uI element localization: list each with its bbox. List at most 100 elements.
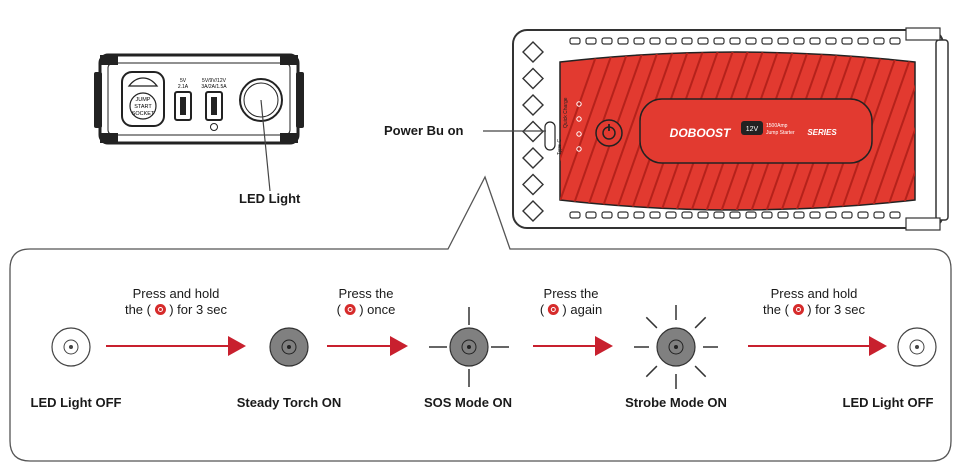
- spec-line-1: 1500Amp: [766, 123, 788, 129]
- led-off-1: [51, 327, 91, 367]
- instruction-3-line2: ( ) again: [540, 302, 602, 318]
- grip-diamond: [522, 173, 544, 196]
- vent-slot: [841, 37, 853, 45]
- vent-slot: [761, 211, 773, 219]
- state-steady-torch: Steady Torch ON: [236, 395, 342, 410]
- vent-slot: [761, 37, 773, 45]
- vent-slot: [857, 211, 869, 219]
- usb-c-port: [544, 121, 556, 151]
- vent-slot: [649, 37, 661, 45]
- spec-line-2: Jump Starter: [766, 130, 795, 136]
- grip-diamond: [522, 67, 544, 90]
- panel-stripe: [899, 52, 915, 210]
- strobe-ray: [645, 365, 658, 378]
- vent-slot: [809, 37, 821, 45]
- vent-slot: [569, 211, 581, 219]
- grip-diamond: [522, 147, 544, 169]
- instruction-1-post: ) for 3 sec: [169, 302, 228, 317]
- vent-slot: [633, 37, 645, 45]
- vent-slot: [745, 211, 757, 219]
- usb1-label-2: 2.1A: [178, 84, 189, 90]
- vent-slot: [601, 211, 613, 219]
- vent-slot: [777, 211, 789, 219]
- vent-slot: [649, 211, 661, 219]
- device-power-button: [595, 119, 623, 147]
- car-icon: [127, 77, 159, 87]
- socket-label-1: JUMP: [136, 97, 151, 103]
- type-c-label: Type-C: [557, 138, 563, 155]
- instruction-2-pre: (: [336, 302, 341, 317]
- vent-slot: [825, 37, 837, 45]
- vent-slot: [857, 37, 869, 45]
- grip-diamond: [522, 94, 544, 116]
- vent-slot: [585, 211, 597, 219]
- usb2-label-2: 3A/2A/1.5A: [201, 84, 227, 90]
- instruction-2-line2: ( ) once: [337, 302, 396, 318]
- usb1-label-1: 5V: [180, 78, 187, 84]
- state-led-off-2: LED Light OFF: [842, 395, 934, 410]
- state-led-off-1: LED Light OFF: [30, 395, 122, 410]
- arrow-3: [533, 336, 613, 356]
- instruction-4-line2: the ( ) for 3 sec: [763, 302, 865, 318]
- grip-diamond: [522, 41, 544, 63]
- quick-charge-label: Quick Charge: [563, 97, 569, 128]
- state-strobe: Strobe Mode ON: [625, 395, 727, 410]
- vent-slot: [681, 211, 693, 219]
- arrow-1: [106, 336, 246, 356]
- front-panel-illustration: JUMP START SOCKET 5V 2.1A 5V/9V/12V 3A/2…: [94, 53, 304, 192]
- vent-slot: [617, 211, 629, 219]
- vent-slot: [873, 211, 885, 219]
- power-icon: [154, 304, 166, 315]
- state-sos: SOS Mode ON: [423, 395, 513, 410]
- vent-slot: [809, 211, 821, 219]
- series-label: SERIES: [807, 128, 837, 137]
- brand-logo: DOBOOST: [670, 126, 732, 140]
- panel-stripe: [560, 52, 601, 210]
- instruction-1-line2: the ( ) for 3 sec: [125, 302, 227, 318]
- instruction-1-line1: Press and hold: [132, 286, 220, 301]
- led-sos: [429, 307, 509, 387]
- led-light-callout: LED Light: [239, 191, 301, 206]
- vent-slot: [681, 37, 693, 45]
- power-icon: [547, 304, 559, 315]
- power-icon: [792, 304, 804, 315]
- instruction-2-line1: Press the: [338, 286, 394, 301]
- strobe-ray: [645, 316, 658, 329]
- strobe-ray: [694, 316, 707, 329]
- vent-slot: [697, 211, 709, 219]
- modes-bubble: [9, 175, 952, 462]
- led-callout-line: [260, 99, 271, 192]
- instruction-4-line1: Press and hold: [770, 286, 858, 301]
- arrow-4: [748, 336, 887, 356]
- vent-slot: [729, 211, 741, 219]
- vent-slot: [841, 211, 853, 219]
- instruction-1: Press and hold the ( ) for 3 sec: [125, 286, 227, 318]
- spec-badge: [741, 121, 763, 135]
- vent-slot: [569, 37, 581, 45]
- power-button-callout: Power Bu on: [384, 123, 464, 138]
- instruction-3-post: ) again: [562, 302, 603, 317]
- vent-slot: [713, 37, 725, 45]
- socket-label-2: START: [134, 104, 152, 110]
- arrow-2: [327, 336, 408, 356]
- vent-slot: [697, 37, 709, 45]
- led-strobe: [634, 305, 718, 389]
- panel-stripe: [854, 52, 915, 210]
- usb2-label-1: 5V/9V/12V: [202, 78, 227, 84]
- instruction-4-post: ) for 3 sec: [807, 302, 866, 317]
- vent-slot: [777, 37, 789, 45]
- grip-diamond: [522, 200, 544, 222]
- instruction-3: Press the ( ) again: [540, 286, 602, 318]
- vent-slot: [617, 37, 629, 45]
- vent-slot: [729, 37, 741, 45]
- instruction-3-line1: Press the: [543, 286, 599, 301]
- instruction-4: Press and hold the ( ) for 3 sec: [763, 286, 865, 318]
- instruction-4-pre: the (: [762, 302, 789, 317]
- vent-slot: [825, 211, 837, 219]
- led-off-2: [897, 327, 937, 367]
- vent-slot: [793, 37, 805, 45]
- vent-slot: [889, 211, 901, 219]
- strobe-ray: [694, 365, 707, 378]
- vent-slot: [665, 211, 677, 219]
